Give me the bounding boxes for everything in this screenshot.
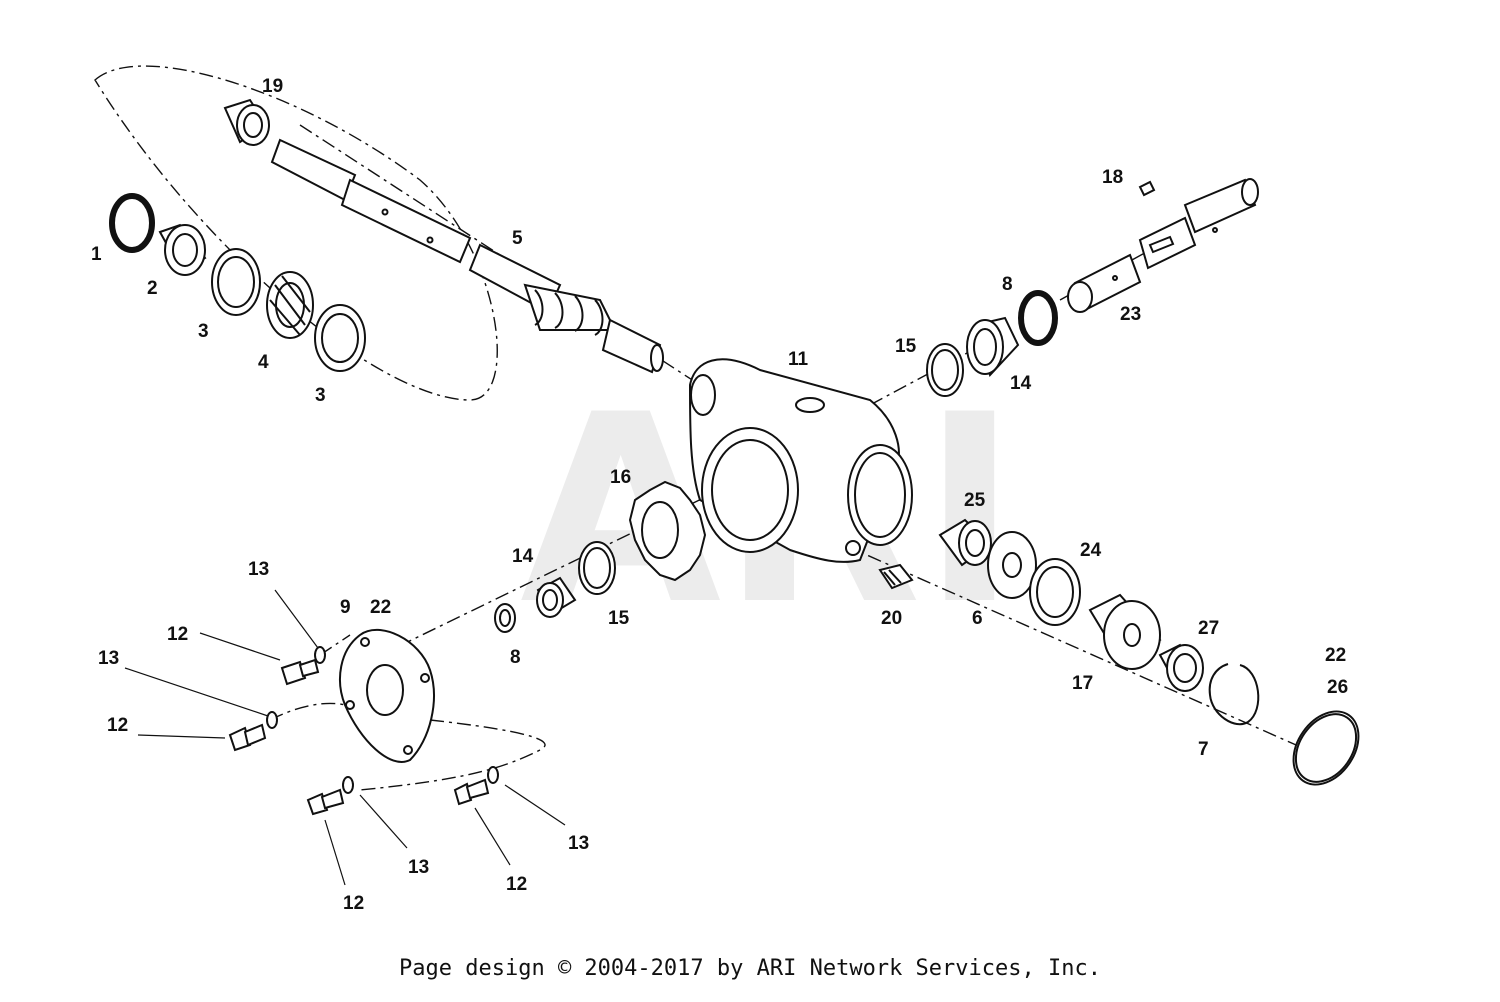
copyright-footer: Page design © 2004-2017 by ARI Network S… <box>399 956 1101 981</box>
part-18-key <box>1138 180 1156 197</box>
callout-13: 13 <box>568 833 589 854</box>
part-1-seal <box>109 193 155 253</box>
part-2-bushing <box>158 223 207 276</box>
callout-15: 15 <box>895 336 917 357</box>
callout-19: 19 <box>262 76 283 97</box>
callout-13: 13 <box>248 559 269 580</box>
part-19-bushing <box>223 98 270 146</box>
callout-27: 27 <box>1198 618 1219 639</box>
callout-7: 7 <box>1198 739 1209 760</box>
callout-12: 12 <box>343 893 364 914</box>
callout-22: 22 <box>1325 645 1346 666</box>
callout-17: 17 <box>1072 673 1093 694</box>
callout-12: 12 <box>506 874 527 895</box>
callout-4: 4 <box>258 352 269 373</box>
bolt-12-b <box>228 723 267 752</box>
callout-8: 8 <box>1002 274 1013 295</box>
part-7-snap-ring <box>1208 663 1260 725</box>
part-17-pulley <box>1088 593 1162 670</box>
callout-1: 1 <box>91 244 102 265</box>
callout-24: 24 <box>1080 540 1102 561</box>
part-6-washer <box>987 531 1037 599</box>
callout-22: 22 <box>370 597 391 618</box>
callout-14: 14 <box>1010 373 1032 394</box>
callout-26: 26 <box>1327 677 1348 698</box>
callout-11: 11 <box>788 349 809 370</box>
part-3-washer-a <box>211 248 261 316</box>
callout-13: 13 <box>408 857 429 878</box>
washer-13-b <box>266 711 278 729</box>
part-15-washer-left <box>578 541 616 595</box>
part-8-seal-right <box>1018 290 1058 346</box>
callout-labels: 19 1 2 3 4 3 5 11 18 8 23 15 14 16 25 24… <box>91 76 1348 914</box>
callout-13: 13 <box>98 648 119 669</box>
part-16-gear <box>628 480 707 582</box>
bolt-12-a <box>280 658 320 686</box>
callout-2: 2 <box>147 278 158 299</box>
part-15-washer-right <box>926 343 964 397</box>
part-23-shaft <box>1067 178 1259 313</box>
part-27-spacer <box>1158 643 1204 692</box>
callout-23: 23 <box>1120 304 1141 325</box>
callout-18: 18 <box>1102 167 1123 188</box>
part-8-seal-left <box>494 603 516 633</box>
part-22-cover-plate <box>339 629 435 763</box>
callout-3: 3 <box>315 385 326 406</box>
callout-14: 14 <box>512 546 534 567</box>
callout-25: 25 <box>964 490 986 511</box>
washer-13-c <box>342 776 354 794</box>
part-11-gear-housing <box>688 358 913 563</box>
callout-15: 15 <box>608 608 630 629</box>
part-26-cap <box>1292 710 1360 786</box>
part-25-bushing <box>938 518 992 567</box>
part-14-bushing-right <box>966 316 1020 377</box>
part-5-worm-shaft <box>270 138 664 374</box>
callout-9: 9 <box>340 597 351 618</box>
washer-13-d <box>487 766 499 784</box>
callout-6: 6 <box>972 608 983 629</box>
callout-12: 12 <box>167 624 188 645</box>
part-24-washer <box>1029 558 1081 626</box>
washer-13-a <box>314 646 326 664</box>
callout-5: 5 <box>512 228 523 249</box>
part-20-key <box>878 563 914 590</box>
callout-16: 16 <box>610 467 631 488</box>
bolt-12-c <box>306 788 345 816</box>
callout-3: 3 <box>198 321 209 342</box>
callout-12: 12 <box>107 715 128 736</box>
callout-8: 8 <box>510 647 521 668</box>
callout-20: 20 <box>881 608 902 629</box>
part-14-bushing-left <box>536 576 577 618</box>
part-4-thrust-bearing <box>266 271 314 339</box>
bolt-12-d <box>453 778 490 806</box>
part-3-washer-b <box>314 304 366 372</box>
leader-lines <box>124 589 566 886</box>
